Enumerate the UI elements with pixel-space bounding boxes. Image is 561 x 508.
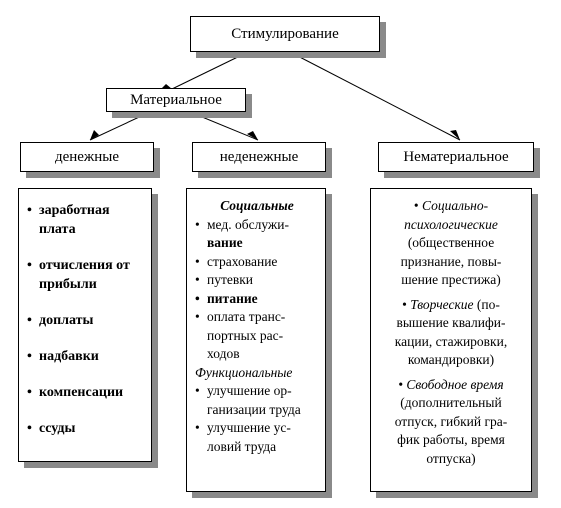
material-node: Материальное bbox=[106, 88, 246, 112]
nonmaterial-item-title2: психологические bbox=[404, 216, 498, 232]
arrowhead-nonmonetary bbox=[247, 131, 258, 140]
nonmaterial-item-line: командировки) bbox=[407, 352, 495, 367]
nonmonetary-label: неденежные bbox=[219, 148, 299, 165]
nonmaterial-item-line: отпуск, гибкий гра- bbox=[394, 413, 508, 429]
monetary-item: ссуды bbox=[27, 419, 145, 438]
nonmonetary-list-box: Социальные мед. обслужи- вание страхован… bbox=[186, 188, 326, 492]
nonmaterial-item-suffix: (по- bbox=[473, 296, 500, 312]
link-material-monetary bbox=[89, 111, 151, 141]
nonmaterial-item-line: признание, повы- bbox=[400, 253, 502, 269]
nonmaterial-item-line: кации, стажировки, bbox=[394, 333, 508, 349]
social-header: Социальные bbox=[220, 198, 294, 213]
social-item: путевки bbox=[195, 271, 319, 290]
functional-item-cont: ловий труда bbox=[207, 438, 277, 454]
social-item-cont: вание bbox=[207, 235, 243, 250]
monetary-item: отчисления от прибыли bbox=[27, 256, 145, 294]
nonmaterial-item-line: шение престижа) bbox=[401, 272, 501, 287]
social-list: мед. обслужи- вание страхование путевки … bbox=[195, 216, 319, 364]
social-item: мед. обслужи- bbox=[195, 216, 319, 235]
nonmaterial-item-line: (общественное bbox=[407, 235, 495, 250]
nonmaterial-item-freetime: • Свободное время (дополнительный отпуск… bbox=[394, 376, 508, 466]
nonmaterial-label: Нематериальное bbox=[403, 148, 509, 165]
root-node: Стимулирование bbox=[190, 16, 380, 52]
nonmaterial-item-socpsy: • Социально- психологические (общественн… bbox=[400, 198, 502, 287]
arrowhead-nonmaterial bbox=[450, 130, 460, 140]
link-material-nonmonetary bbox=[189, 111, 259, 141]
functional-item: улучшение ус- bbox=[195, 419, 319, 438]
social-item: питание bbox=[195, 290, 319, 309]
arrowhead-monetary bbox=[90, 130, 99, 140]
monetary-label: денежные bbox=[54, 148, 120, 165]
social-item-cont: ходов bbox=[207, 346, 240, 361]
root-label: Стимулирование bbox=[231, 25, 339, 42]
functional-header: Функциональные bbox=[195, 364, 293, 380]
nonmaterial-item-line: отпуска) bbox=[426, 450, 476, 466]
monetary-node: денежные bbox=[20, 142, 154, 172]
monetary-item: заработная плата bbox=[27, 201, 145, 239]
nonmaterial-item-creative: • Творческие (по- вышение квалифи- кации… bbox=[394, 296, 508, 368]
social-item-cont: портных рас- bbox=[207, 327, 284, 343]
functional-item: улучшение ор- bbox=[195, 382, 319, 401]
social-item: страхование bbox=[195, 253, 319, 272]
nonmaterial-list-box: • Социально- психологические (общественн… bbox=[370, 188, 532, 492]
nonmaterial-node: Нематериальное bbox=[378, 142, 534, 172]
nonmaterial-item-title: Социально- bbox=[422, 198, 489, 213]
link-root-nonmaterial bbox=[289, 51, 461, 141]
nonmaterial-item-line: фик работы, время bbox=[397, 432, 505, 447]
nonmonetary-node: неденежные bbox=[192, 142, 326, 172]
functional-item-cont: ганизации труда bbox=[207, 401, 301, 417]
monetary-list-box: заработная плата отчисления от прибыли д… bbox=[18, 188, 152, 462]
nonmaterial-item-line: вышение квалифи- bbox=[396, 315, 506, 330]
monetary-item: компенсации bbox=[27, 383, 145, 402]
monetary-list: заработная плата отчисления от прибыли д… bbox=[27, 201, 145, 438]
social-item: оплата транс- bbox=[195, 308, 319, 327]
nonmaterial-item-title: Свободное время bbox=[406, 376, 504, 392]
monetary-item: надбавки bbox=[27, 347, 145, 366]
monetary-item: доплаты bbox=[27, 311, 145, 330]
nonmaterial-item-title: Творческие bbox=[410, 296, 474, 312]
material-label: Материальное bbox=[130, 91, 222, 108]
functional-list: улучшение ор- ганизации труда улучшение … bbox=[195, 382, 319, 456]
link-root-material bbox=[171, 51, 249, 90]
nonmaterial-item-line: (дополнительный bbox=[400, 395, 502, 410]
